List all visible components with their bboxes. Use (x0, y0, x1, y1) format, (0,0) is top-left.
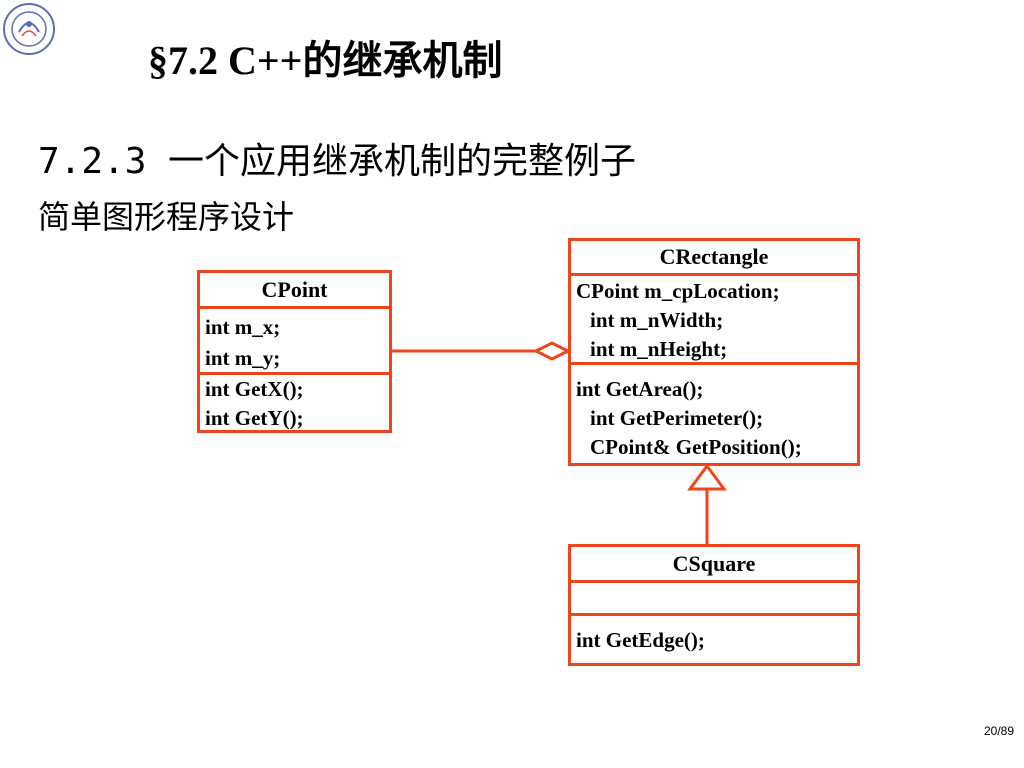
class-attributes (571, 580, 857, 613)
attribute: int m_nHeight; (590, 337, 728, 361)
class-name: CPoint (261, 277, 328, 302)
class-csquare: CSquare int GetEdge(); (568, 544, 860, 666)
class-attributes: int m_x; int m_y; (200, 306, 389, 372)
method: int GetEdge(); (576, 628, 705, 652)
university-logo (3, 3, 55, 55)
section-subheading: 简单图形程序设计 (38, 198, 295, 236)
attribute: int m_y; (205, 346, 281, 370)
class-cpoint: CPoint int m_x; int m_y; int GetX(); int… (197, 270, 392, 433)
attribute: CPoint m_cpLocation; (576, 279, 780, 303)
method: CPoint& GetPosition(); (590, 435, 802, 459)
method: int GetX(); (205, 377, 304, 401)
class-methods: int GetArea(); int GetPerimeter(); CPoin… (571, 362, 857, 463)
page-number: 20/89 (983, 724, 1014, 738)
class-methods: int GetX(); int GetY(); (200, 372, 389, 430)
method: int GetArea(); (576, 377, 704, 401)
class-name: CSquare (672, 551, 756, 576)
attribute: int m_x; (205, 315, 281, 339)
aggregation-diamond (532, 341, 572, 361)
class-attributes: CPoint m_cpLocation; int m_nWidth; int m… (571, 273, 857, 362)
inheritance-triangle (687, 463, 727, 491)
class-name: CRectangle (659, 244, 769, 269)
class-methods: int GetEdge(); (571, 613, 857, 663)
slide-title: §7.2 C++的继承机制 (148, 38, 503, 83)
method: int GetPerimeter(); (590, 406, 764, 430)
section-heading: 7.2.3 一个应用继承机制的完整例子 (38, 141, 637, 182)
method: int GetY(); (205, 406, 304, 430)
attribute: int m_nWidth; (590, 308, 724, 332)
class-crectangle: CRectangle CPoint m_cpLocation; int m_nW… (568, 238, 860, 466)
